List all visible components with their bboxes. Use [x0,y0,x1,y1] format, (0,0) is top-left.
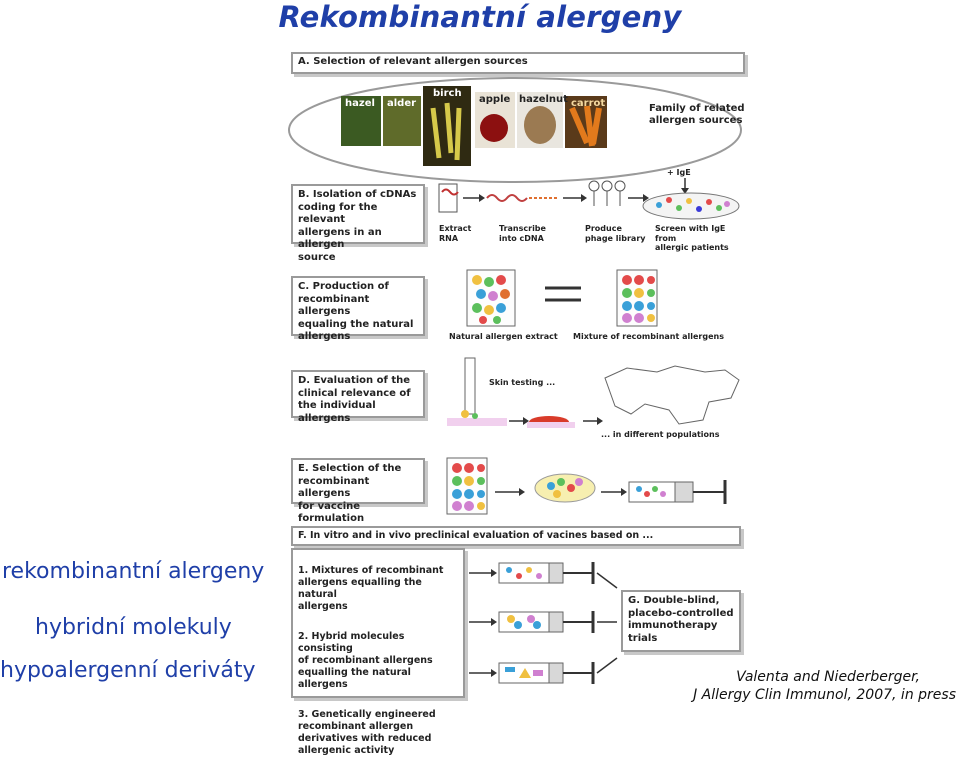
figure-graphics [288,77,742,684]
hazelnut-nut [524,106,556,144]
section-c-box: C. Production of recombinant allergens e… [291,276,425,342]
f-item-derivatives: 3. Genetically engineered recombinant al… [298,709,436,756]
step-phage-library: Produce phage library [585,224,646,243]
ige-label: + IgE [667,168,691,177]
f-item-hybrids: 2. Hybrid molecules consisting of recomb… [298,631,433,690]
recombinant-mixture-beads [622,275,655,323]
plant-label-hazelnut: hazelnut [519,94,568,105]
f-row-3-graphics [469,657,618,684]
step-screen-ige: Screen with IgE from allergic patients [655,224,729,252]
section-g-box: G. Double-blind, placebo-controlled immu… [621,590,741,652]
dish-beads [547,478,583,498]
skin-layer-left [447,418,507,426]
skin-layer-right [527,422,575,428]
alder-photo [383,96,421,146]
section-f-items: 1. Mixtures of recombinant allergens equ… [291,548,465,756]
section-f-header: F. In vitro and in vivo preclinical eval… [291,526,741,546]
plant-label-birch: birch [433,88,462,99]
allergen-figure: A. Selection of relevant allergen source… [287,48,747,756]
section-b-box: B. Isolation of cDNAs coding for the rel… [291,184,425,263]
world-map [604,365,740,425]
plant-label-hazel: hazel [345,98,375,109]
phage-icons [588,180,626,206]
rna-squiggle [441,188,459,196]
citation-authors: Valenta and Niederberger, [736,669,920,685]
f-row-1-graphics [469,562,618,589]
plate-colonies [656,197,730,212]
caption-recombinant-mixture: Mixture of recombinant allergens [573,332,724,341]
plant-label-alder: alder [387,98,417,109]
citation-journal: J Allergy Clin Immunol, 2007, in press [693,687,956,703]
plant-label-carrot: carrot [571,98,606,109]
carrot-roots [569,105,602,147]
rna-tube [438,183,458,213]
f-row-2-graphics [469,611,617,633]
section-e-box: E. Selection of the recombinant allergen… [291,458,425,524]
f-item-mixtures: 1. Mixtures of recombinant allergens equ… [298,565,444,612]
label-recombinant-allergens: rekombinantní alergeny [2,559,265,584]
caption-populations: ... in different populations [601,430,720,439]
cdna-strand [486,194,528,202]
selection-beads [452,463,485,511]
caption-natural-extract: Natural allergen extract [449,332,558,341]
birch-catkins [430,102,462,161]
family-label: Family of related allergen sources [649,103,745,126]
label-hypoallergenic-derivatives: hypoalergenní deriváty [0,658,256,683]
step-extract-rna: Extract RNA [439,224,472,243]
plant-label-apple: apple [479,94,511,105]
hazel-photo [341,96,381,146]
natural-extract-beads [472,275,510,324]
page-title: Rekombinantní alergeny [278,0,682,34]
label-hybrid-molecules: hybridní molekuly [35,615,232,640]
section-a-header: A. Selection of relevant allergen source… [291,52,745,74]
section-d-box: D. Evaluation of the clinical relevance … [291,370,425,424]
syringe-beads [636,486,666,497]
step-transcribe-cdna: Transcribe into cDNA [499,224,546,243]
apple-fruit [480,114,508,142]
formulation-dish [534,473,596,503]
caption-skin-testing: Skin testing ... [489,378,556,387]
skin-prick-needle [464,357,476,415]
